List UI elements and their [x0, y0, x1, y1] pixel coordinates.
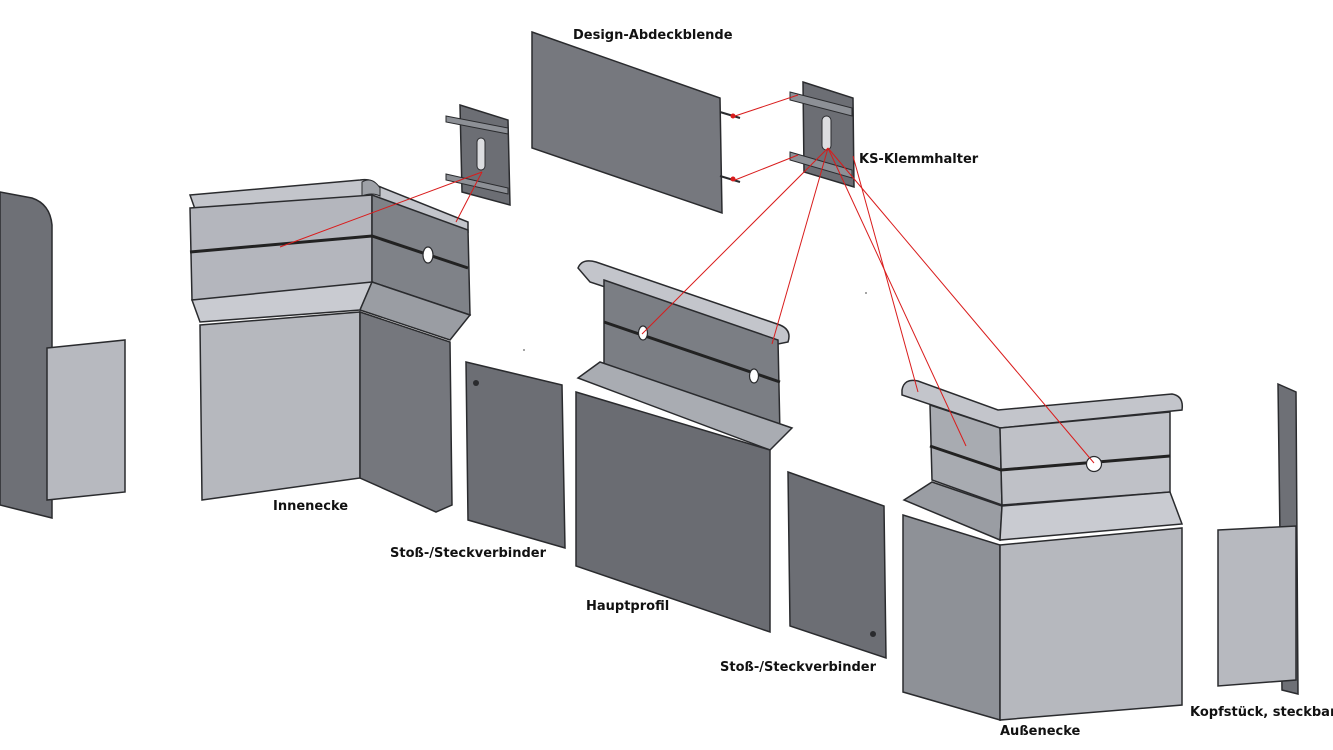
label-end-cap: Kopfstück, steckbar [1190, 705, 1333, 720]
main-profile-part [575, 260, 794, 634]
label-design-cover: Design-Abdeckblende [573, 28, 733, 43]
clip-holder-large [789, 80, 855, 189]
inner-corner-part [188, 178, 472, 513]
clip-holder-small [445, 103, 511, 206]
leader-lines [279, 94, 1095, 464]
joint-connector-left-part [465, 361, 566, 550]
left-end-cap-partial [0, 191, 126, 519]
label-main-profile: Hauptprofil [586, 599, 670, 614]
label-inner-corner: Innenecke [273, 499, 349, 514]
design-cover-plate [531, 30, 741, 215]
outer-corner-part [901, 379, 1184, 721]
label-joint-connector-right: Stoß-/Steckverbinder [720, 660, 876, 675]
label-clip-holder: KS-Klemmhalter [859, 152, 979, 167]
end-cap-part [1217, 382, 1299, 695]
joint-connector-right-part [787, 470, 887, 660]
label-outer-corner: Außenecke [1000, 724, 1081, 739]
label-joint-connector-left: Stoß-/Steckverbinder [390, 546, 546, 561]
